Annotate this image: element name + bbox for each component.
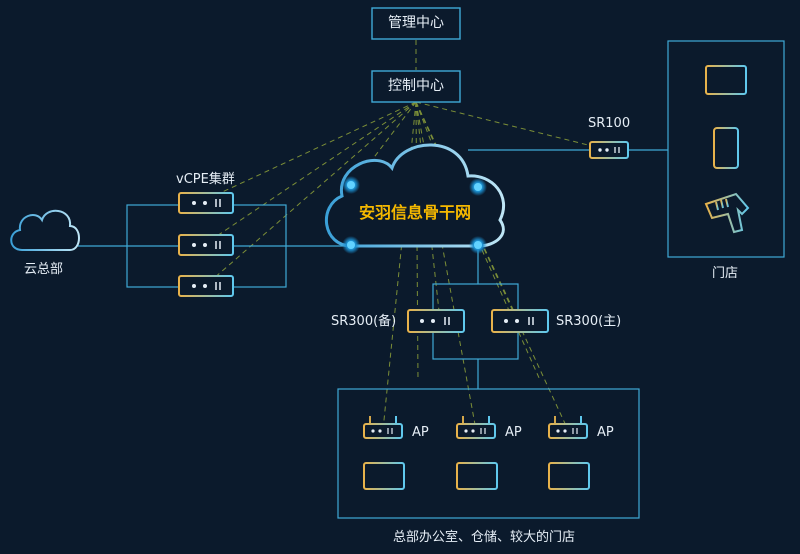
vcpe-cluster-label: vCPE集群	[176, 172, 235, 187]
office-group-label: 总部办公室、仓储、较大的门店	[393, 530, 576, 545]
management-center-box	[371, 7, 461, 40]
cloud-hq-icon	[10, 210, 80, 251]
sr300-backup-router-icon	[407, 309, 465, 333]
sr300-backup-label: SR300(备)	[331, 314, 397, 329]
backbone-label: 安羽信息骨干网	[358, 203, 471, 222]
sr100-label: SR100	[588, 116, 631, 131]
ap-label-2: AP	[505, 425, 522, 440]
cloud-junction-dots	[342, 176, 487, 254]
control-center-box	[371, 70, 461, 103]
office-monitor-icon-3	[548, 462, 590, 495]
access-point-icon-3	[548, 416, 588, 439]
cloud-hq-label: 云总部	[24, 262, 64, 277]
control-center-label: 控制中心	[388, 78, 444, 94]
office-group-panel	[337, 388, 640, 519]
vcpe-device-3	[178, 275, 234, 297]
store-panel	[667, 40, 785, 258]
management-center-label: 管理中心	[388, 15, 444, 31]
access-point-icon-1	[363, 416, 403, 439]
vcpe-device-1	[178, 192, 234, 214]
monitor-icon	[705, 65, 747, 100]
ap-label-1: AP	[412, 425, 429, 440]
sr300-main-label: SR300(主)	[556, 314, 622, 329]
office-monitor-icon-2	[456, 462, 498, 495]
store-label: 门店	[712, 266, 739, 281]
network-links	[78, 149, 668, 389]
tablet-icon	[713, 127, 739, 169]
access-point-icon-2	[456, 416, 496, 439]
sr300-main-router-icon	[491, 309, 549, 333]
vcpe-device-2	[178, 234, 234, 256]
office-monitor-icon-1	[363, 462, 405, 495]
ap-label-3: AP	[597, 425, 614, 440]
barcode-scanner-icon	[704, 192, 750, 234]
backbone-cloud	[325, 143, 506, 248]
sr100-router-icon	[589, 141, 629, 159]
